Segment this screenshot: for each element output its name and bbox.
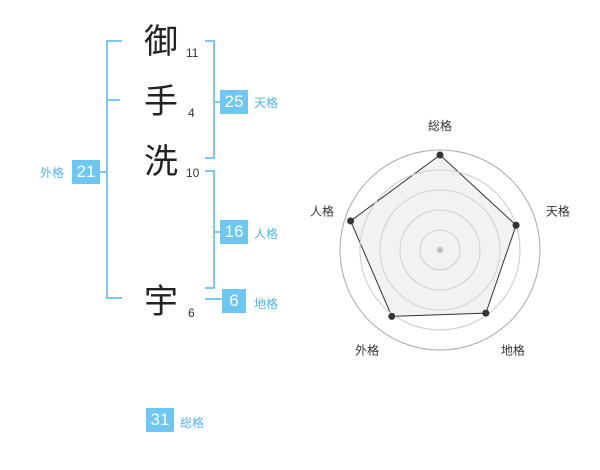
tenkaku-bracket-bottom bbox=[205, 157, 215, 159]
gaikaku-bracket-top bbox=[106, 40, 122, 42]
radar-center-dot bbox=[437, 247, 443, 253]
radar-point-0 bbox=[436, 151, 444, 159]
jinkaku-bracket-top bbox=[205, 170, 215, 172]
radar-ring-overlay bbox=[419, 229, 461, 271]
gaikaku-bracket-bottom bbox=[106, 297, 122, 299]
jinkaku-badge: 16 bbox=[220, 220, 248, 244]
stroke-count-1: 11 bbox=[186, 46, 199, 60]
radar-point-1 bbox=[512, 221, 520, 229]
tenkaku-badge: 25 bbox=[220, 90, 248, 114]
radar-ring-overlay bbox=[399, 209, 481, 291]
stroke-count-4: 6 bbox=[188, 306, 195, 320]
radar-axis-label: 外格 bbox=[355, 342, 379, 357]
inner-left-bracket bbox=[106, 99, 120, 101]
name-char-2: 手 bbox=[144, 82, 178, 122]
radar-axis-label: 総格 bbox=[428, 118, 452, 133]
chikaku-badge: 6 bbox=[222, 289, 246, 313]
jinkaku-bracket-connector bbox=[213, 231, 222, 233]
chikaku-label: 地格 bbox=[254, 297, 279, 311]
gaikaku-bracket-vertical bbox=[106, 40, 108, 299]
radar-point-4 bbox=[347, 217, 355, 225]
tenkaku-bracket-vertical bbox=[213, 40, 215, 159]
radar-axis-label: 地格 bbox=[501, 342, 525, 357]
radar-polygon bbox=[349, 154, 517, 317]
radar-axis-label: 人格 bbox=[310, 204, 334, 219]
soukaku-label: 総格 bbox=[180, 416, 205, 430]
radar-ring-overlay bbox=[379, 189, 501, 311]
name-char-1: 御 bbox=[144, 22, 178, 62]
chikaku-connector bbox=[205, 298, 222, 300]
radar-axis-label: 天格 bbox=[546, 204, 570, 219]
jinkaku-bracket-vertical bbox=[213, 170, 215, 289]
radar-point-3 bbox=[388, 312, 396, 320]
jinkaku-bracket-bottom bbox=[205, 287, 215, 289]
gaikaku-label: 外格 bbox=[40, 166, 65, 180]
tenkaku-label: 天格 bbox=[254, 96, 279, 110]
jinkaku-label: 人格 bbox=[254, 227, 279, 241]
name-char-4: 宇 bbox=[144, 282, 178, 322]
tenkaku-bracket-connector bbox=[213, 101, 222, 103]
gaikaku-badge: 21 bbox=[72, 160, 100, 184]
gaikaku-bracket-connector bbox=[96, 171, 106, 173]
radar-ring-overlay bbox=[359, 169, 521, 331]
tenkaku-bracket-top bbox=[205, 40, 215, 42]
radar-point-2 bbox=[482, 309, 490, 317]
soukaku-badge: 31 bbox=[146, 408, 174, 432]
stroke-count-3: 10 bbox=[186, 166, 200, 180]
stroke-count-2: 4 bbox=[188, 106, 195, 120]
name-char-3: 洗 bbox=[144, 142, 178, 182]
